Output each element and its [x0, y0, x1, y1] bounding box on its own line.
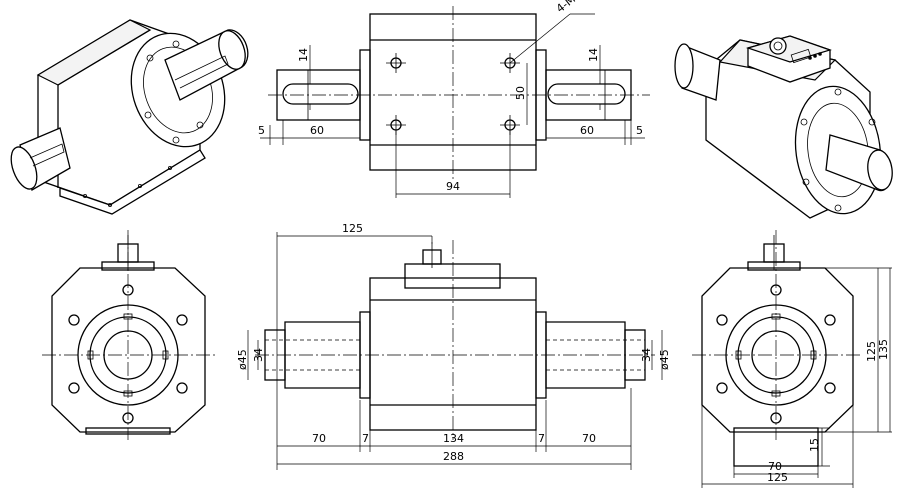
dim-7-left: 7	[362, 432, 369, 445]
end-view-right: 125 135 15 70 125	[692, 230, 892, 488]
dim-thread-note: 4-M8深15	[554, 0, 603, 15]
dim-key-width-right: 14	[587, 48, 600, 62]
dim-134: 134	[443, 432, 464, 445]
dim-7-right: 7	[538, 432, 545, 445]
dim-125-horizontal: 125	[767, 471, 788, 484]
front-view: 125 ø45 34 34 ø45 70 7 134 7 70 288	[236, 222, 671, 470]
iso-view-right	[674, 35, 893, 219]
dim-125-vertical: 125	[865, 341, 878, 362]
dim-70-left: 70	[312, 432, 326, 445]
dim-70-right: 70	[582, 432, 596, 445]
dim-hole-spacing-vertical: 50	[514, 86, 527, 100]
dim-end-offset-left: 5	[258, 124, 265, 137]
top-view: 4-M8深15 14 14 50 60 60 5 5 94	[258, 0, 650, 198]
dim-key-width-left: 14	[297, 48, 310, 62]
dim-34-left: 34	[252, 348, 265, 362]
dim-key-length-right: 60	[580, 124, 594, 137]
dim-end-offset-right: 5	[636, 124, 643, 137]
iso-view-left	[10, 19, 249, 215]
dim-125-top: 125	[342, 222, 363, 235]
dim-34-right: 34	[640, 348, 653, 362]
dim-70-bottom: 70	[768, 460, 782, 473]
dim-135-vertical: 135	[877, 339, 890, 360]
dim-dia45-right: ø45	[658, 349, 671, 370]
end-view-left	[42, 230, 215, 440]
dim-288: 288	[443, 450, 464, 463]
dim-hole-spacing-horizontal: 94	[446, 180, 460, 193]
dim-15: 15	[808, 438, 821, 452]
dim-key-length-left: 60	[310, 124, 324, 137]
dim-dia45-left: ø45	[236, 349, 249, 370]
